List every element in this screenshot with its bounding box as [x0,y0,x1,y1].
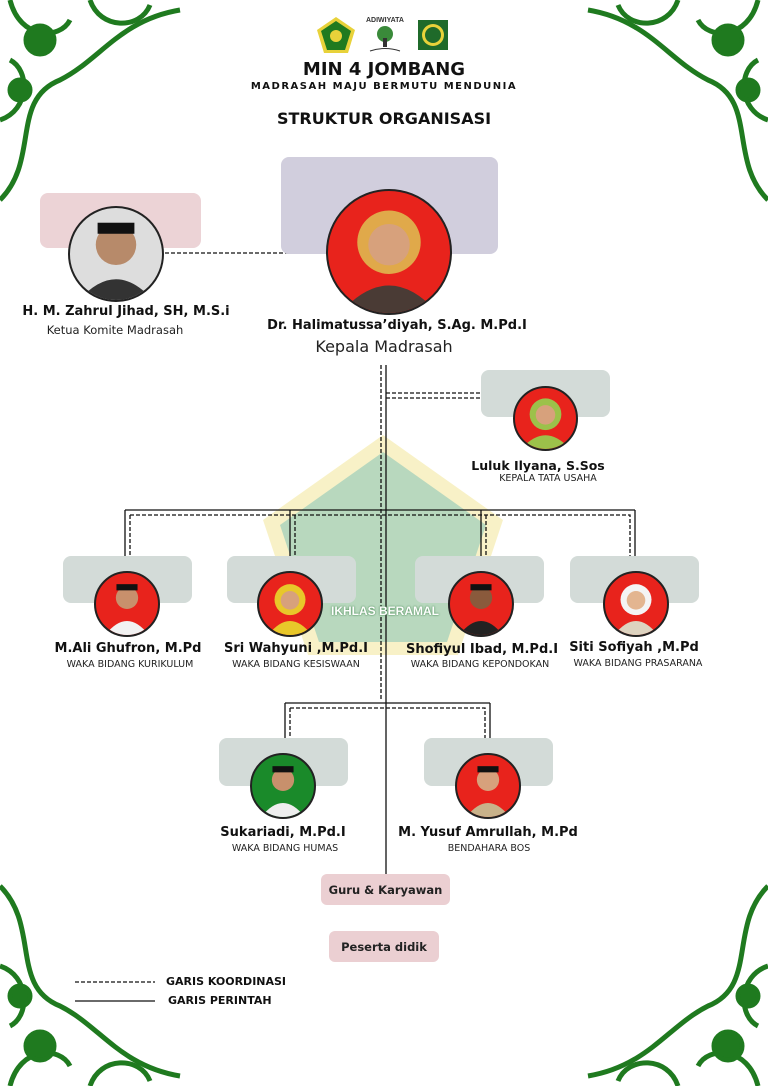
vice-photo-3 [448,571,514,637]
watermark-text: IKHLAS BERAMAL [331,604,439,618]
adiwiyata-logo: ADIWIYATA [366,17,404,52]
vice-role-4: WAKA BIDANG PRASARANA [573,658,703,669]
vice-photo-1 [94,571,160,637]
school-name: MIN 4 JOMBANG [302,59,466,80]
lower-photo-2 [455,753,521,819]
school-logo [418,20,448,50]
lower-name-1: Sukariadi, M.Pd.I [220,825,346,840]
corner-ornament-top-left [0,0,181,202]
head-name: Dr. Halimatussa’diyah, S.Ag. M.Pd.I [267,318,527,333]
lower-name-2: M. Yusuf Amrullah, M.Pd [398,825,578,840]
vice-role-2: WAKA BIDANG KESISWAAN [232,659,360,670]
lower-photo-1 [250,753,316,819]
corner-ornament-top-right [587,0,768,202]
school-motto: MADRASAH MAJU BERMUTU MENDUNIA [250,81,518,92]
legend-dashed-label: GARIS KOORDINASI [166,975,287,988]
kemenag-logo [317,17,355,53]
admin-name: Luluk Ilyana, S.Sos [471,458,605,473]
vice-role-1: WAKA BIDANG KURIKULUM [66,659,194,670]
lower-role-1: WAKA BIDANG HUMAS [231,843,339,854]
admin-photo [513,386,578,451]
legend-solid-label: GARIS PERINTAH [168,994,272,1007]
logo-row: ADIWIYATA [314,14,454,56]
vice-role-3: WAKA BIDANG KEPONDOKAN [410,659,550,670]
admin-role: KEPALA TATA USAHA [499,473,597,484]
vice-photo-4 [603,571,669,637]
staff-box: Guru & Karyawan [321,874,450,905]
vice-name-4: Siti Sofiyah ,M.Pd [569,640,699,655]
adiwiyata-text: ADIWIYATA [366,17,404,24]
committee-name: H. M. Zahrul Jihad, SH, M.S.i [22,304,230,319]
head-role: Kepala Madrasah [315,337,453,356]
lower-role-2: BENDAHARA BOS [447,843,531,854]
students-box: Peserta didik [329,931,439,962]
vice-name-3: Shofiyul Ibad, M.Pd.I [405,642,559,657]
vice-name-2: Sri Wahyuni ,M.Pd.I [223,641,369,656]
vice-photo-2 [257,571,323,637]
page-title: STRUKTUR ORGANISASI [276,109,492,128]
corner-ornament-bottom-left [0,884,181,1086]
head-photo [326,189,452,315]
corner-ornament-bottom-right [587,884,768,1086]
vice-name-1: M.Ali Ghufron, M.Pd [54,641,202,656]
committee-photo [68,206,164,302]
committee-role: Ketua Komite Madrasah [46,323,184,337]
